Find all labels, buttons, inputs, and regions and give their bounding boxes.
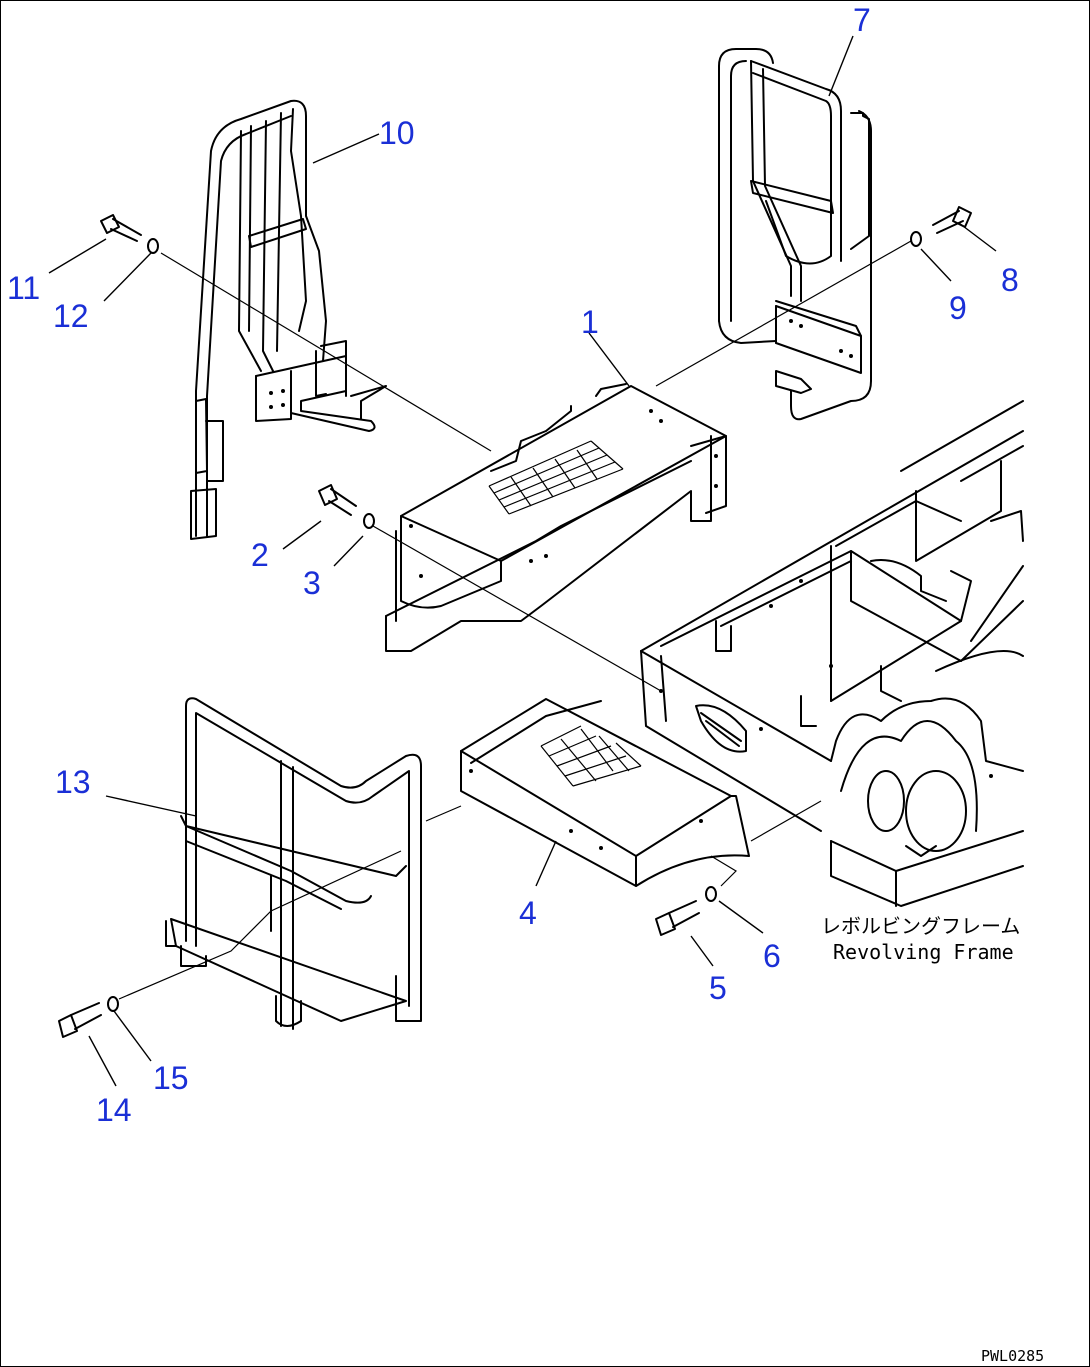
fastener-5-6: [655, 886, 717, 936]
step-box-4-drawing: [460, 698, 750, 887]
part-number-3: 3: [303, 565, 321, 601]
fastener-2-3: [318, 484, 375, 529]
part-number-15: 15: [153, 1060, 189, 1096]
part-number-5: 5: [709, 970, 727, 1006]
part-number-14: 14: [96, 1092, 132, 1128]
assembly-lines: [118, 240, 912, 1000]
fastener-8-9: [910, 206, 972, 247]
revolving-frame-drawing: [640, 400, 1024, 907]
part-number-13: 13: [55, 764, 91, 800]
frame-label-japanese: レボルビングフレーム: [821, 914, 1020, 938]
handrail-7-drawing: [718, 48, 872, 421]
part-number-4: 4: [519, 895, 537, 931]
leader-lines: [48, 35, 997, 1087]
part-number-2: 2: [251, 537, 269, 573]
drawing-code: PWL0285: [981, 1347, 1044, 1365]
part-number-labels: 1 2 3 4 5 6 7 8 9 10 11 12 13 14 15: [7, 2, 1019, 1128]
part-number-11: 11: [7, 270, 40, 306]
handrail-10-drawing: [190, 99, 387, 540]
part-number-12: 12: [53, 298, 89, 334]
part-number-7: 7: [853, 2, 871, 38]
part-number-8: 8: [1001, 262, 1019, 298]
part-number-9: 9: [949, 290, 967, 326]
part-number-6: 6: [763, 938, 781, 974]
fastener-11-12: [100, 214, 159, 254]
frame-label-english: Revolving Frame: [833, 940, 1014, 964]
handrail-13-drawing: [165, 697, 422, 1030]
fastener-14-15: [58, 996, 119, 1038]
part-number-1: 1: [581, 304, 599, 340]
step-box-1-drawing: [385, 383, 727, 652]
part-number-10: 10: [379, 115, 415, 151]
